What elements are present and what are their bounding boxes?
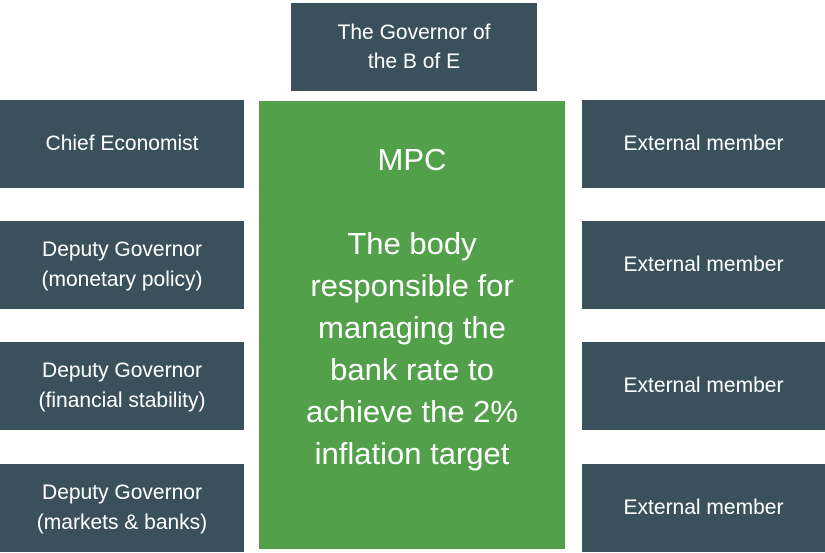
external-member-label: External member — [623, 374, 784, 397]
mpc-description: The body responsible for managing the ba… — [306, 226, 518, 471]
deputy-governor-financial-stability-label: Deputy Governor (financial stability) — [38, 359, 206, 412]
external-member-box-1: External member — [582, 100, 825, 188]
deputy-governor-monetary-policy-box: Deputy Governor (monetary policy) — [0, 221, 244, 309]
external-member-box-3: External member — [582, 342, 825, 430]
chief-economist-box: Chief Economist — [0, 100, 244, 188]
mpc-title: MPC — [377, 142, 447, 177]
external-member-label: External member — [623, 132, 784, 155]
governor-label: The Governor of the B of E — [337, 21, 491, 73]
external-member-label: External member — [623, 496, 784, 519]
governor-box: The Governor of the B of E — [291, 3, 537, 91]
external-member-label: External member — [623, 253, 784, 276]
deputy-governor-monetary-policy-label: Deputy Governor (monetary policy) — [41, 238, 203, 291]
deputy-governor-financial-stability-box: Deputy Governor (financial stability) — [0, 342, 244, 430]
external-member-box-4: External member — [582, 464, 825, 552]
deputy-governor-markets-banks-box: Deputy Governor (markets & banks) — [0, 464, 244, 552]
deputy-governor-markets-banks-label: Deputy Governor (markets & banks) — [36, 481, 208, 534]
external-member-box-2: External member — [582, 221, 825, 309]
mpc-box: MPC The body responsible for managing th… — [259, 101, 565, 549]
chief-economist-label: Chief Economist — [45, 132, 199, 155]
